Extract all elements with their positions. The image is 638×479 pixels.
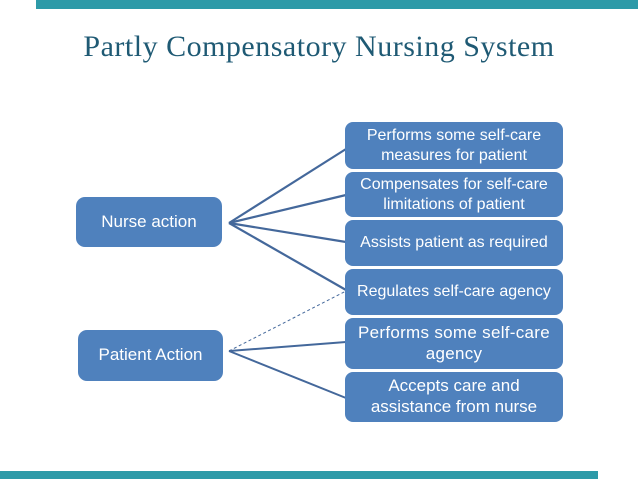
target-box-label: Compensates for self-care limitations of…: [360, 175, 548, 213]
target-box-label: Assists patient as required: [360, 234, 548, 252]
patient-action-label: Patient Action: [98, 345, 203, 365]
patient-action-box: Patient Action: [78, 330, 223, 381]
target-box-performs-self-care-agency: Performs some self-care agency: [345, 318, 563, 369]
connector-nurse-to-target-4: [228, 222, 347, 291]
nurse-action-box: Nurse action: [76, 197, 222, 247]
bottom-accent-bar: [0, 471, 598, 479]
slide-title: Partly Compensatory Nursing System: [83, 30, 555, 63]
target-box-label: Regulates self-care agency: [357, 283, 551, 301]
connector-patient-to-target-6: [228, 350, 347, 399]
target-box-performs-self-care-measures: Performs some self-care measures for pat…: [345, 122, 563, 169]
target-box-assists-patient: Assists patient as required: [345, 220, 563, 266]
connector-nurse-to-target-3: [228, 221, 347, 244]
connector-patient-to-target-4-dashed: [228, 290, 347, 352]
target-box-label: Accepts care and assistance from nurse: [370, 376, 538, 416]
connector-nurse-to-target-2: [228, 193, 347, 225]
target-box-label: Performs some self-care measures for pat…: [366, 126, 542, 164]
connector-patient-to-target-5: [228, 341, 347, 352]
nurse-action-label: Nurse action: [101, 211, 197, 231]
target-box-compensates-limitations: Compensates for self-care limitations of…: [345, 172, 563, 217]
target-box-regulates-agency: Regulates self-care agency: [345, 269, 563, 315]
connector-nurse-to-target-1: [228, 148, 347, 224]
top-accent-bar: [36, 0, 638, 9]
target-box-accepts-care: Accepts care and assistance from nurse: [345, 372, 563, 422]
target-box-label: Performs some self-care agency: [357, 322, 551, 363]
